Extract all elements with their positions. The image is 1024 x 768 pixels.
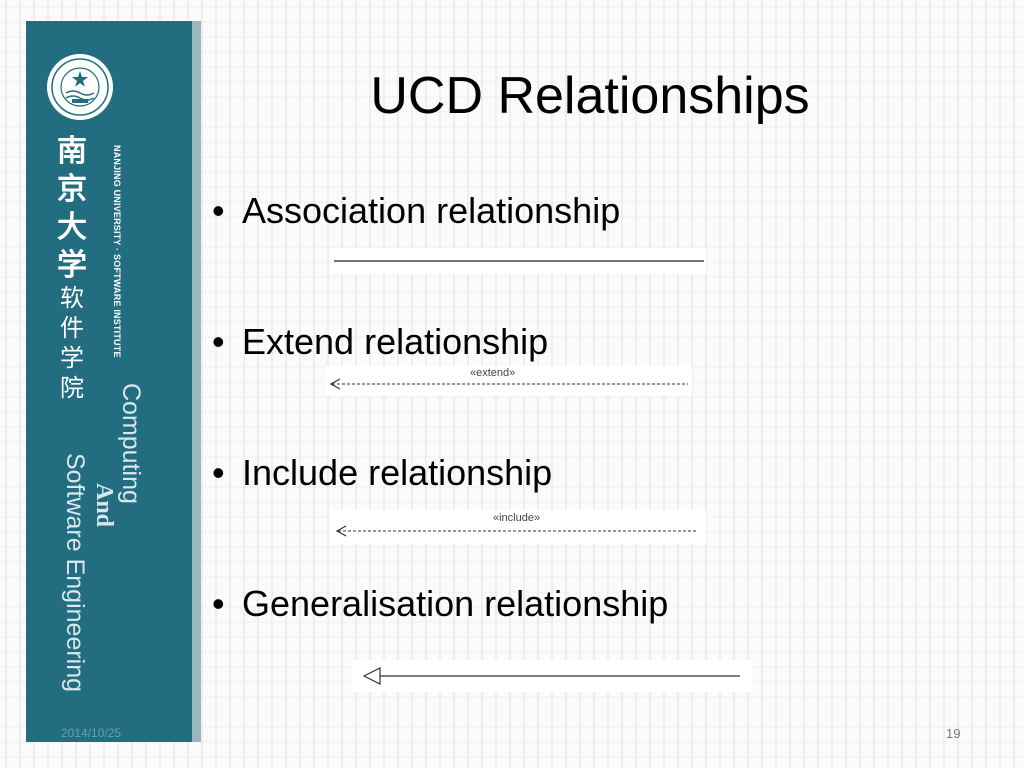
university-name-english: NANJING UNIVERSITY · SOFTWARE INSTITUTE (112, 145, 122, 358)
university-sidebar: 南京大学 软件学院 NANJING UNIVERSITY · SOFTWARE … (26, 21, 201, 742)
bullet-association: • Association relationship (212, 190, 620, 232)
motto-and: And (91, 483, 117, 528)
association-line (330, 248, 706, 274)
motto-computing: Computing (117, 383, 145, 504)
motto-software-engineering: Software Engineering (61, 453, 89, 693)
slide-page-number: 19 (946, 726, 961, 741)
bullet-extend: • Extend relationship (212, 321, 548, 363)
extend-arrow: «extend» (326, 366, 692, 396)
bullet-dot: • (212, 452, 225, 493)
bullet-label: Association relationship (242, 190, 621, 231)
institute-name-chinese: 软件学院 (60, 284, 84, 402)
bullet-generalisation: • Generalisation relationship (212, 583, 668, 625)
bullet-dot: • (212, 321, 225, 362)
slide-date: 2014/10/25 (61, 726, 122, 740)
bullet-dot: • (212, 583, 225, 624)
include-stereotype: «include» (493, 512, 541, 524)
bullet-label: Include relationship (242, 452, 553, 493)
university-logo (46, 53, 114, 121)
slide-title: UCD Relationships (370, 67, 810, 125)
bullet-include: • Include relationship (212, 452, 552, 494)
bullet-label: Generalisation relationship (242, 583, 669, 624)
generalisation-arrow (352, 660, 752, 692)
sidebar-motto: Computing And Software Engineering (56, 383, 152, 713)
bullet-dot: • (212, 190, 225, 231)
include-arrow: «include» (330, 510, 706, 544)
university-name-chinese: 南京大学 (57, 134, 87, 283)
extend-stereotype: «extend» (470, 367, 516, 379)
bullet-label: Extend relationship (242, 321, 549, 362)
